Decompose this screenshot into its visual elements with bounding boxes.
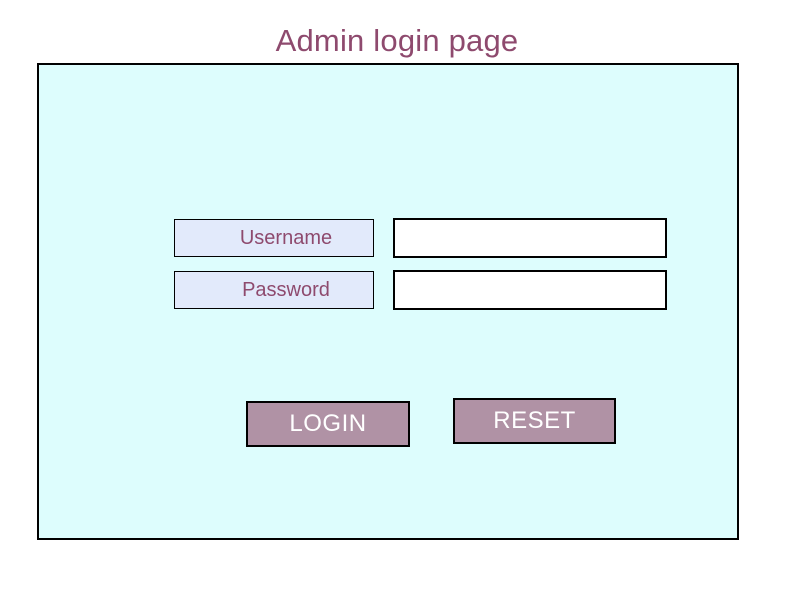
- password-input[interactable]: [393, 270, 667, 310]
- username-label: Username: [174, 219, 374, 257]
- page-title: Admin login page: [275, 23, 519, 58]
- password-label: Password: [174, 271, 374, 309]
- reset-button[interactable]: RESET: [453, 398, 616, 444]
- username-input[interactable]: [393, 218, 667, 258]
- login-button[interactable]: LOGIN: [246, 401, 410, 447]
- login-panel: Username Password LOGIN RESET: [37, 63, 739, 540]
